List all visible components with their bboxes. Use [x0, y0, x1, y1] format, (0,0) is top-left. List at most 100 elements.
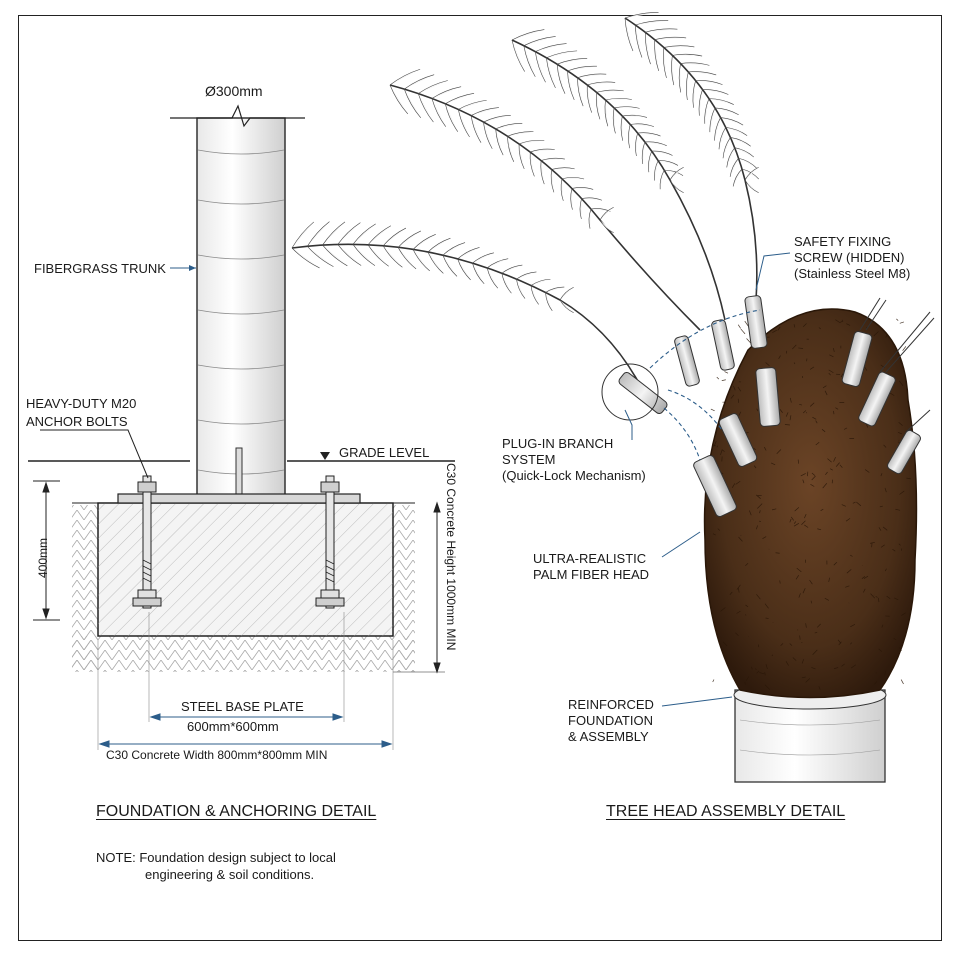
fiber-strand [822, 385, 827, 389]
leaflet [588, 208, 592, 229]
tree-head-detail [291, 12, 935, 783]
fiber-strand [759, 510, 761, 514]
fiber-strand [899, 321, 904, 324]
leaflet [470, 107, 499, 116]
leaflet [486, 267, 499, 289]
leaflet [595, 92, 601, 120]
fiber-strand [712, 679, 715, 683]
leaflet [352, 244, 376, 266]
fiber-strand [846, 323, 851, 326]
fiber-strand [817, 528, 822, 531]
leaflet [669, 179, 684, 194]
fiber-strand [846, 569, 852, 574]
leaflet [472, 252, 494, 264]
leaflet [431, 86, 462, 99]
leaflet [495, 123, 523, 130]
fiber-strand [852, 501, 856, 504]
fiber-strand [901, 612, 906, 616]
fiber-strand [771, 654, 774, 657]
leaflet [732, 168, 743, 187]
fiber-strand [820, 508, 824, 512]
fiber-strand [798, 593, 801, 598]
fiber-strand [811, 472, 816, 476]
fiber-strand [896, 318, 899, 321]
fiber-strand [746, 338, 752, 344]
fiber-strand [720, 607, 726, 612]
leaflet [672, 53, 703, 57]
leaflet [645, 28, 678, 33]
fiber-strand [880, 544, 885, 548]
leaflet [397, 230, 422, 248]
fiber-strand [780, 643, 784, 646]
leaflet [404, 88, 422, 119]
fiber-strand [835, 407, 839, 410]
fiber-strand [775, 552, 780, 554]
leaflet [734, 147, 755, 158]
leaflet [663, 47, 667, 78]
fiber-strand [789, 415, 792, 421]
leaflet [577, 77, 584, 107]
concrete-hatch [98, 503, 393, 636]
fiber-strand [802, 479, 805, 484]
leaflet [557, 58, 588, 65]
fiber-strand [879, 505, 883, 508]
fiber-strand [735, 632, 739, 636]
leaflet [534, 51, 546, 83]
fiber-strand [906, 477, 911, 480]
fiber-strand [878, 648, 882, 652]
fiber-strand [721, 379, 726, 381]
fiber-strand [744, 320, 749, 327]
leaflet [559, 299, 574, 314]
leaflet [635, 132, 639, 157]
fiber-strand [736, 584, 741, 590]
leaflet [501, 264, 523, 274]
fiber-strand [713, 440, 717, 447]
base-plate-dimension [148, 612, 345, 722]
leaflet [624, 12, 659, 19]
steel-base-plate [117, 493, 361, 504]
fiber-strand [778, 355, 781, 359]
fiber-strand [812, 649, 818, 656]
fiber-strand [801, 659, 805, 664]
leaflet [624, 17, 634, 52]
fiber-strand [814, 631, 818, 634]
fiber-strand [789, 643, 793, 646]
fiber-strand [875, 596, 878, 598]
frond-1 [291, 243, 641, 386]
fiber-strand [843, 427, 848, 430]
fiber-strand [861, 576, 866, 579]
fiber-strand [745, 614, 747, 616]
anchor-bolt-right [315, 475, 345, 609]
fiber-strand [884, 568, 887, 572]
fiber-strand [873, 331, 879, 337]
fiber-strand [897, 432, 903, 435]
leaflet [483, 122, 493, 149]
reinforced-label-line3: & ASSEMBLY [568, 729, 649, 744]
leaflet [744, 179, 759, 194]
leaflet [726, 147, 735, 168]
concrete-width-dimension [97, 640, 394, 750]
fiber-strand [898, 543, 901, 546]
fiber-strand [738, 411, 742, 416]
fiber-strand [892, 548, 896, 552]
fiber-strand [884, 670, 887, 676]
fiber-strand [801, 676, 806, 679]
branch-sockets [693, 330, 921, 518]
frond-group [291, 17, 758, 386]
leaflet [412, 234, 436, 250]
insertion-arrows [649, 309, 761, 461]
plug-in-branch-ends [618, 295, 768, 415]
fiber-strand [828, 372, 831, 376]
leaflet [659, 169, 665, 190]
fiber-strand [799, 635, 801, 640]
leaflet [530, 285, 539, 305]
leaflet [367, 225, 392, 245]
fiber-strand [794, 507, 800, 512]
fiber-strand [801, 520, 806, 525]
leaflet [307, 246, 334, 267]
fiber-strand [821, 429, 826, 433]
fiber-strand [789, 397, 792, 403]
leaflet [472, 263, 485, 285]
leaflet [635, 20, 669, 26]
leaflet [431, 98, 446, 127]
